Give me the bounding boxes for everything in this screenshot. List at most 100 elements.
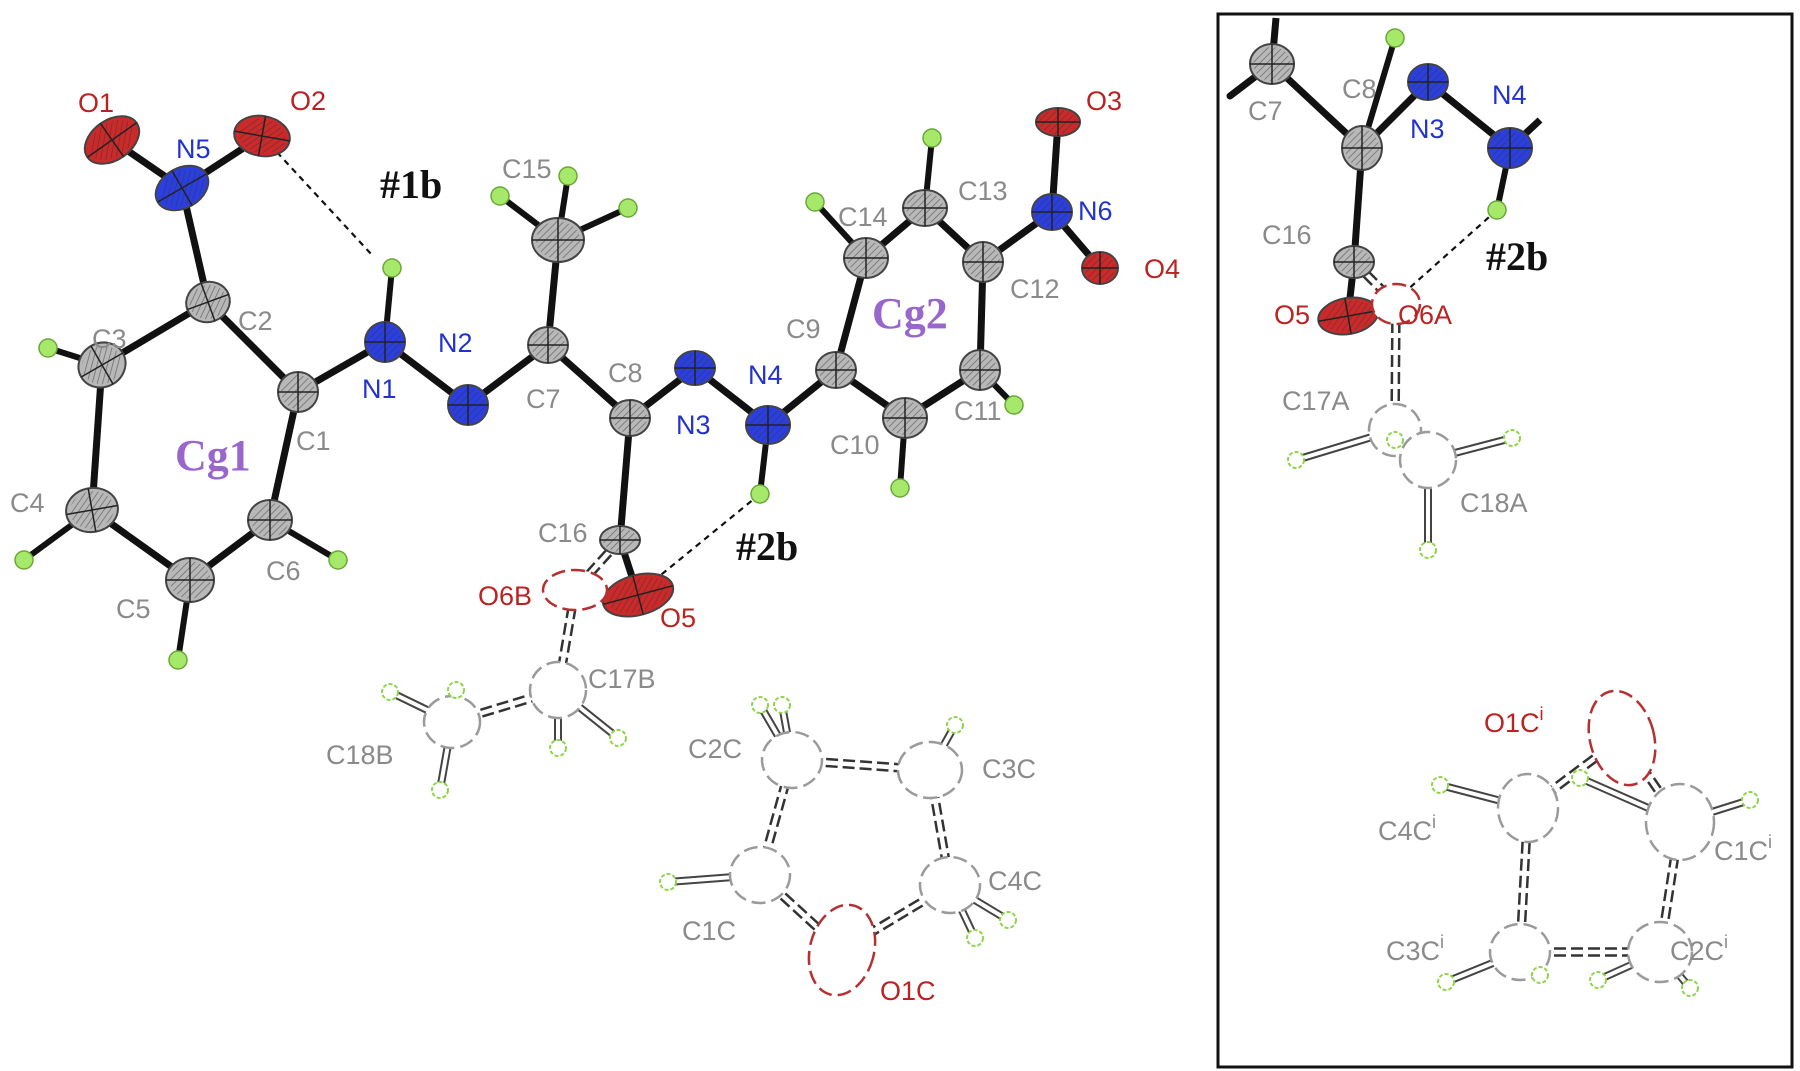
bond-C8-C16 (616, 414, 634, 544)
hbond-line-1 (639, 493, 761, 593)
inset-label-C7: C7 (1248, 96, 1283, 126)
atom-O5 (601, 572, 675, 618)
hbond-label-1b: #1b (380, 162, 442, 207)
hydrogen-atom-disorder-23 (999, 911, 1017, 929)
atom-C4C (918, 855, 982, 915)
inset-label-C4Ci: C4Ci (1378, 812, 1436, 846)
label-O4: O4 (1144, 254, 1180, 284)
hydrogen-atom-3 (168, 650, 188, 670)
label-C15: C15 (502, 154, 552, 184)
bond-C6-C1 (266, 388, 302, 524)
atom-O1-axis2 (99, 123, 125, 157)
atom-C11 (959, 349, 1001, 391)
atom-iC4C (1496, 772, 1560, 844)
atom-iC1C (1644, 782, 1716, 862)
label-O1C: O1C (880, 976, 936, 1006)
label-N3: N3 (676, 410, 711, 440)
atom-C10 (882, 397, 928, 439)
inset-label-C8: C8 (1342, 74, 1377, 104)
atom-N4 (745, 405, 791, 445)
label-N1: N1 (362, 374, 397, 404)
inset-atom-labels: C7 C8 N3 N4 C16 O5 O6A C17A C18A O1Ci C4… (1248, 74, 1772, 966)
atom-iC16 (1333, 245, 1375, 279)
hydrogen-atom-disorder-18 (549, 739, 567, 757)
atom-C3-axis2 (90, 345, 114, 385)
hydrogen-atom-8 (805, 192, 825, 212)
label-C4: C4 (10, 488, 45, 518)
atom-iC7 (1249, 43, 1295, 85)
hydrogen-atom-disorder-29 (1419, 541, 1437, 559)
label-C8: C8 (608, 358, 643, 388)
hydrogen-atom-disorder-25 (659, 873, 677, 891)
atom-C5 (165, 557, 215, 603)
hydrogen-atom-disorder-30 (1431, 776, 1449, 794)
inset-label-N3: N3 (1410, 114, 1445, 144)
atom-C13 (902, 189, 948, 227)
atom-iC2C (1626, 920, 1694, 984)
label-C13: C13 (958, 176, 1008, 206)
atom-C2 (185, 280, 231, 324)
label-C16: C16 (538, 518, 588, 548)
label-C2: C2 (238, 306, 273, 336)
hydrogen-atom-disorder-17 (431, 781, 449, 799)
atom-C12 (962, 241, 1004, 283)
atom-O2 (233, 114, 291, 158)
label-N5: N5 (176, 134, 211, 164)
hydrogen-atom-9 (922, 128, 942, 148)
hydrogen-atom-11 (890, 478, 910, 498)
label-N6: N6 (1078, 196, 1113, 226)
hydrogen-atom-6 (558, 166, 578, 186)
inset-label-O6A: O6A (1398, 300, 1452, 330)
hydrogen-atom-disorder-31 (1741, 791, 1759, 809)
atom-O1C (807, 903, 877, 997)
atom-C1 (277, 371, 319, 413)
atom-N3 (674, 350, 716, 386)
label-C1C: C1C (682, 916, 736, 946)
label-C6: C6 (266, 556, 301, 586)
hydrogen-atom-disorder-33 (1437, 973, 1455, 991)
atom-C7 (527, 326, 569, 364)
atom-iO5-axis2 (1344, 298, 1352, 334)
hydrogen-atom-disorder-28 (1503, 429, 1521, 447)
atom-C3 (77, 341, 127, 389)
inset-label-C16: C16 (1262, 220, 1312, 250)
atom-N1 (364, 321, 406, 363)
label-C3C: C3C (982, 754, 1036, 784)
label-O6B: O6B (478, 581, 532, 611)
hydrogen-atom-disorder-34 (1531, 966, 1549, 984)
hydrogen-atom-disorder-26 (1287, 451, 1305, 469)
label-C7: C7 (526, 384, 561, 414)
atom-C4-axis2 (87, 488, 97, 532)
label-O1: O1 (78, 88, 114, 118)
atoms (14, 28, 1759, 997)
atom-N5-axis2 (171, 170, 193, 206)
atom-N2 (447, 384, 489, 426)
atom-C2C (760, 730, 824, 790)
inset-label-O5: O5 (1274, 300, 1310, 330)
hydrogen-atom-disorder-16 (447, 681, 465, 699)
atom-iN3 (1407, 63, 1449, 101)
atom-C1C (728, 845, 792, 905)
hydrogen-atom-10 (1004, 395, 1024, 415)
atom-iC3C (1488, 922, 1552, 982)
hbond-label-2b-inset: #2b (1486, 234, 1548, 279)
hydrogen-atom-5 (490, 186, 510, 206)
inset-frame (1216, 12, 1794, 1069)
label-C18B: C18B (326, 740, 394, 770)
inset-label-C17A: C17A (1282, 386, 1350, 416)
atom-O5-axis2 (632, 575, 644, 615)
label-O2: O2 (290, 86, 326, 116)
main-atom-labels: O1 O2 N5 C2 C3 C1 N1 N2 C4 C5 C6 C15 C7 … (10, 86, 1180, 1006)
label-C11: C11 (954, 396, 1002, 426)
atom-C18B (422, 694, 482, 750)
hydrogen-atom-disorder-27 (1386, 431, 1404, 449)
hydrogen-atom-7 (618, 198, 638, 218)
hydrogen-atom-disorder-32 (1571, 769, 1589, 787)
hydrogen-atom-2 (14, 550, 34, 570)
atom-C17B (528, 660, 588, 720)
label-C12: C12 (1010, 274, 1060, 304)
hydrogen-atom-1 (38, 338, 58, 358)
hydrogen-atom-disorder-15 (381, 683, 399, 701)
inset-label-N4: N4 (1492, 80, 1527, 110)
atom-iO6A (1370, 282, 1422, 326)
